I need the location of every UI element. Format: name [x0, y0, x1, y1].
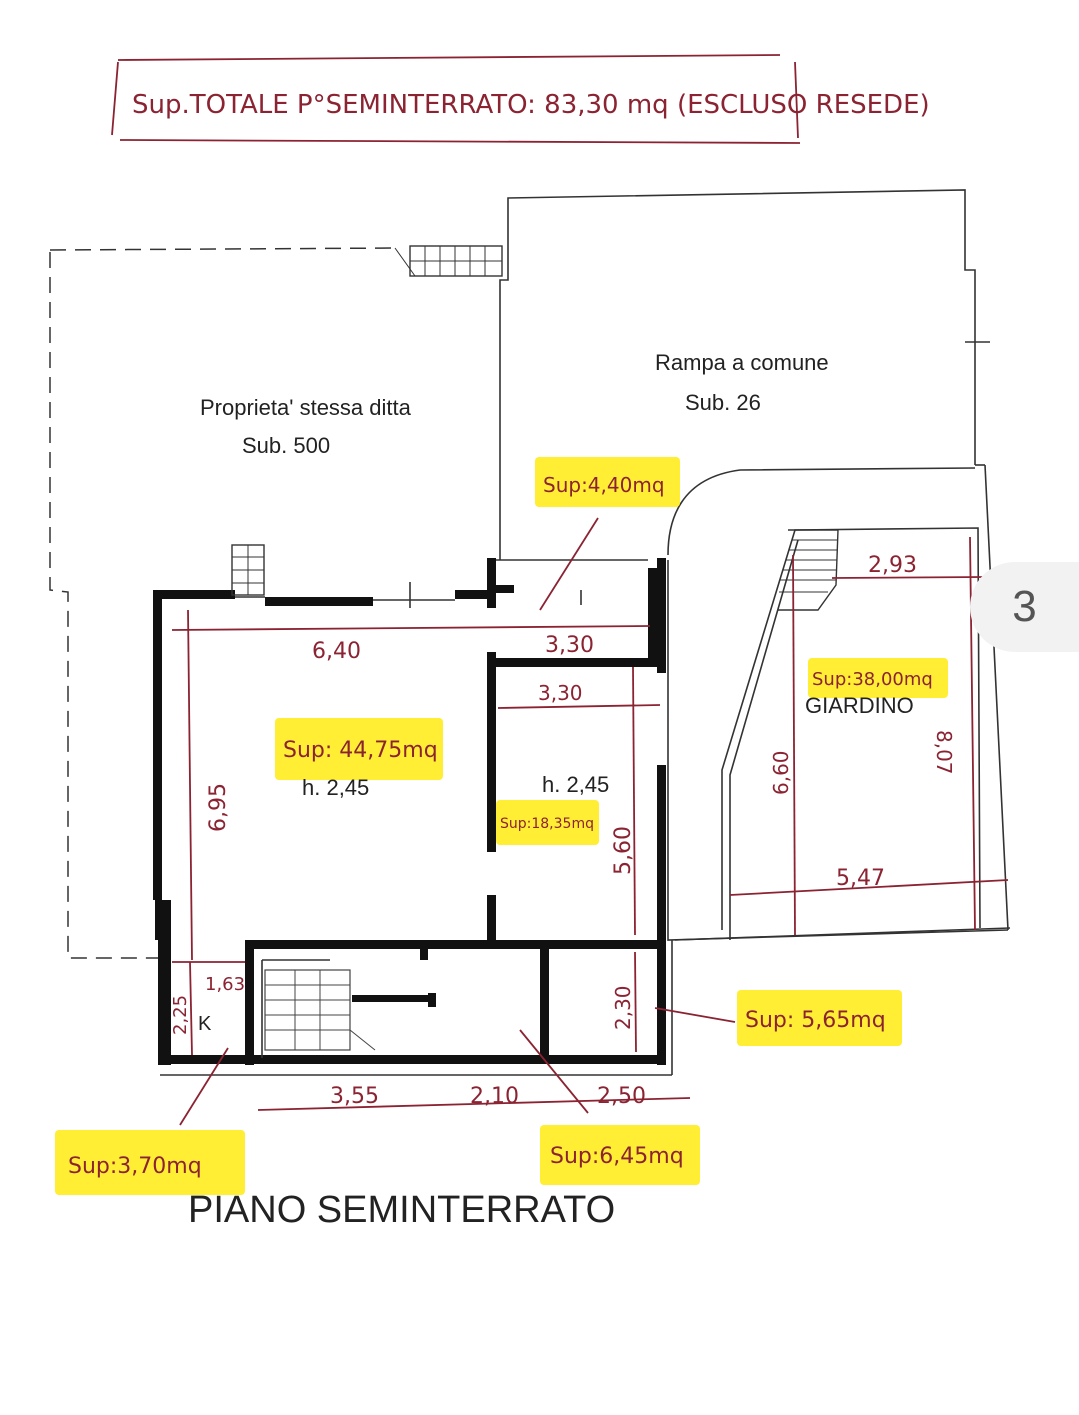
- ramp-name: Rampa a comune: [655, 350, 829, 375]
- highlight-stairwell: [540, 1125, 700, 1185]
- neighbour-sub: Sub. 500: [242, 433, 330, 458]
- side-room-height: h. 2,45: [542, 772, 609, 797]
- ramp-outline: [499, 189, 1009, 931]
- dim-garden-right: 8,07: [932, 730, 956, 775]
- surface-main-room: Sup: 44,75mq: [283, 738, 438, 763]
- room-k-label: K: [198, 1013, 212, 1035]
- surface-kitchenette: Sup:3,70mq: [68, 1154, 202, 1179]
- dim-main-depth: 6,95: [206, 783, 231, 832]
- dim-top-right: 3,30: [545, 633, 594, 658]
- highlight-kitchenette: [55, 1130, 245, 1195]
- dim-garden-top: 2,93: [868, 553, 917, 578]
- surface-ramp-strip: Sup:4,40mq: [543, 473, 665, 497]
- dim-main-width: 6,40: [312, 639, 361, 664]
- neighbour-name: Proprieta' stessa ditta: [200, 395, 412, 420]
- highlight-ramp-strip: [535, 457, 680, 507]
- dim-k-width: 1,63: [205, 974, 245, 995]
- highlight-main-room: [275, 718, 443, 780]
- page-number: 3: [1012, 582, 1037, 631]
- garden-stair-symbol: [778, 529, 839, 611]
- surface-garden: Sup:38,00mq: [812, 669, 933, 690]
- page-number-badge: 3: [970, 562, 1079, 652]
- building-outline-thin: [160, 559, 673, 1076]
- surface-side-room: Sup:18,35mq: [500, 816, 594, 832]
- dim-garden-bottom: 5,47: [836, 866, 885, 891]
- main-room-height: h. 2,45: [302, 775, 369, 800]
- internal-stair-symbol: [264, 969, 376, 1051]
- highlight-storage: [737, 990, 902, 1046]
- surface-storage: Sup: 5,65mq: [745, 1008, 886, 1033]
- surface-stairwell: Sup:6,45mq: [550, 1144, 684, 1169]
- dim-side-depth: 5,60: [611, 826, 636, 875]
- dimension-lines: [171, 517, 1009, 1126]
- dim-k-depth: 2,25: [170, 995, 191, 1035]
- plan-title: PIANO SEMINTERRATO: [188, 1189, 615, 1231]
- total-surface-text: Sup.TOTALE P°SEMINTERRATO: 83,30 mq (ESC…: [132, 90, 930, 120]
- building-walls: [153, 558, 666, 1065]
- garden-name: GIARDINO: [805, 693, 914, 718]
- dim-side-width: 3,30: [538, 681, 583, 705]
- highlight-garden: [808, 658, 948, 698]
- vent-symbol: [231, 544, 265, 596]
- dim-bottom-b: 2,10: [470, 1084, 519, 1109]
- upper-stair-symbol: [394, 245, 503, 277]
- neighbour-boundary: [49, 247, 401, 959]
- dim-storage-depth: 2,30: [611, 985, 635, 1030]
- dim-bottom-a: 3,55: [330, 1084, 379, 1109]
- ramp-sub: Sub. 26: [685, 390, 761, 415]
- total-surface-note: Sup.TOTALE P°SEMINTERRATO: 83,30 mq (ESC…: [111, 54, 930, 144]
- dim-bottom-c: 2,50: [597, 1084, 646, 1109]
- highlight-side-room: [496, 800, 599, 845]
- dim-garden-left: 6,60: [769, 750, 793, 795]
